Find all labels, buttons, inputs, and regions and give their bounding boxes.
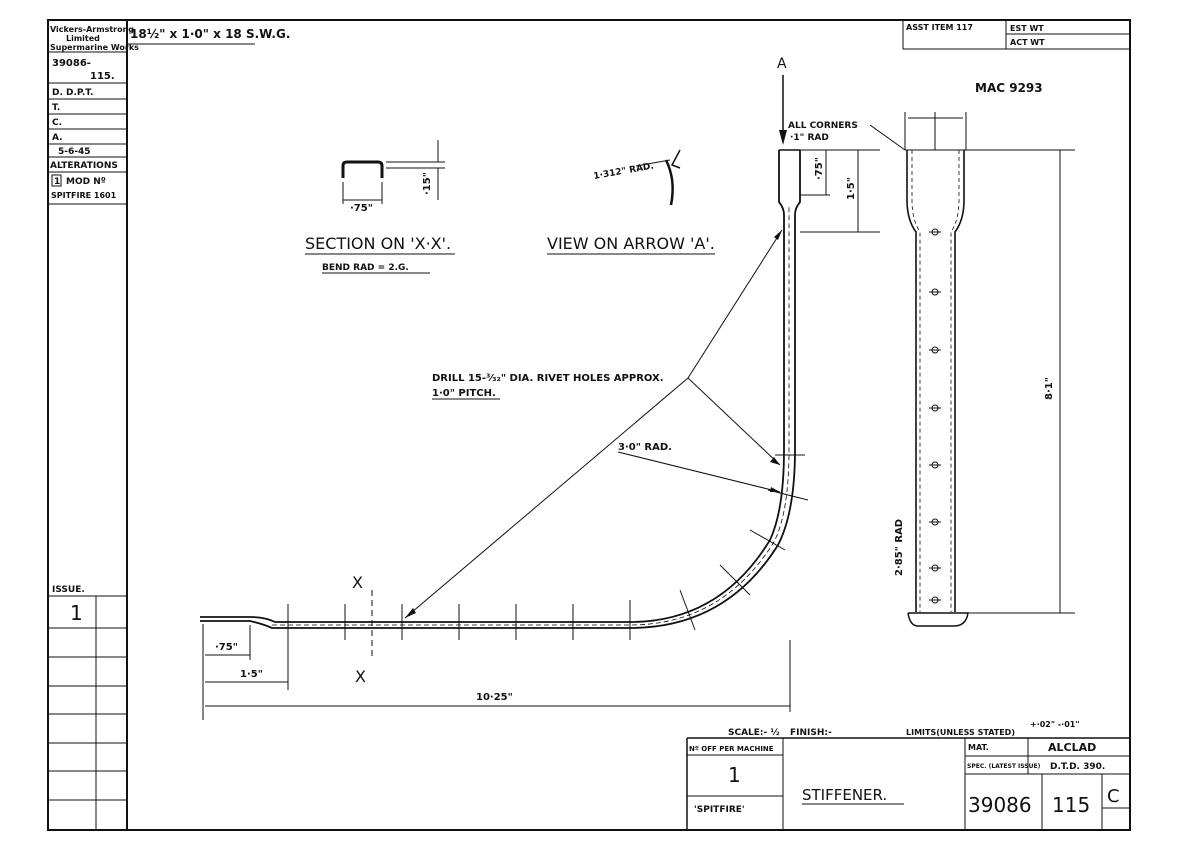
left-strip: Vickers-Armstrong Limited Supermarine Wo… (48, 25, 139, 830)
x-mark-bottom: X (355, 667, 366, 686)
limits-tolerance: +·02" -·01" (1030, 720, 1080, 729)
no-off-value: 1 (728, 763, 741, 787)
strip-c: C. (52, 118, 62, 128)
act-wt: ACT WT (1010, 38, 1045, 47)
dim-075-top: ·75" (814, 157, 825, 180)
section-title: SECTION ON 'X·X'. (305, 234, 451, 253)
strip-dpt: D. D.P.T. (52, 88, 93, 98)
reference-mac: MAC 9293 (975, 81, 1043, 95)
stiffener-profile: ·75" 1·5" X X ·75" 1·5" 10·25" (200, 124, 906, 720)
dim-15-left: 1·5" (240, 669, 263, 680)
asst-item: ASST ITEM 117 (906, 23, 973, 32)
material-stock: 18½" x 1·0" x 18 S.W.G. (130, 27, 290, 41)
section-xx-view: ·75" ·15" SECTION ON 'X·X'. BEND RAD = 2… (305, 140, 455, 274)
arrow-label-a: A (777, 56, 787, 72)
rivet-holes (929, 228, 941, 604)
scale-label: SCALE:- ½ (728, 727, 780, 738)
note-pitch: 1·0" PITCH. (432, 388, 496, 399)
company-line-3: Supermarine Works (50, 43, 139, 52)
strip-date: 5-6-45 (58, 147, 91, 157)
stiffener-front-view: 8·1" 2·85" RAD (894, 112, 1075, 627)
note-rad-285: 2·85" RAD (894, 519, 905, 576)
est-wt: EST WT (1010, 24, 1044, 33)
spec-value: D.T.D. 390. (1050, 762, 1105, 772)
title-drawing-no: 39086 (968, 793, 1032, 817)
alteration-text: MOD Nº (66, 177, 106, 187)
machine-name: 'SPITFIRE' (694, 805, 745, 815)
spec-label: SPEC. (LATEST ISSUE) (967, 763, 1041, 770)
note-corners-rad: ·1" RAD (790, 133, 829, 143)
note-corners: ALL CORNERS (788, 121, 858, 131)
title-block: SCALE:- ½ FINISH:- LIMITS(UNLESS STATED)… (686, 720, 1130, 830)
issue-label: ISSUE. (52, 585, 85, 595)
mat-label: MAT. (968, 743, 989, 752)
alteration-ref: SPITFIRE 1601 (51, 191, 117, 200)
strip-sheet-no: 115. (90, 71, 115, 82)
weight-box: ASST ITEM 117 EST WT ACT WT (902, 19, 1131, 50)
limits-label: LIMITS(UNLESS STATED) (906, 728, 1015, 737)
section-width: ·75" (350, 203, 373, 214)
title-issue: C (1107, 786, 1120, 807)
title-sheet: 115 (1052, 793, 1090, 817)
x-mark-top: X (352, 573, 363, 592)
section-depth: ·15" (422, 172, 433, 195)
strip-drawing-no: 39086- (52, 58, 91, 69)
dim-15-top: 1·5" (846, 177, 857, 200)
issue-value: 1 (70, 601, 83, 625)
company-line-2: Limited (66, 34, 100, 43)
strip-a: A. (52, 133, 63, 143)
finish-label: FINISH:- (790, 728, 832, 738)
alteration-no: 1 (54, 177, 60, 187)
company-line-1: Vickers-Armstrong (50, 25, 134, 34)
note-drill: DRILL 15-³⁄₃₂" DIA. RIVET HOLES APPROX. (432, 373, 664, 384)
alterations-label: ALTERATIONS (50, 161, 118, 171)
strip-t: T. (52, 103, 60, 113)
note-rad-3: 3·0" RAD. (618, 442, 672, 453)
dim-81: 8·1" (1044, 377, 1055, 400)
no-off-label: Nº OFF PER MACHINE (689, 745, 774, 753)
dim-1025: 10·25" (476, 692, 513, 703)
view-title: VIEW ON ARROW 'A'. (547, 234, 715, 253)
section-note: BEND RAD = 2.G. (322, 263, 409, 273)
drawing-border (47, 19, 1131, 831)
dim-075-left: ·75" (215, 642, 238, 653)
part-name: STIFFENER. (802, 786, 887, 804)
view-arrow-a: A (777, 56, 787, 145)
mat-value: ALCLAD (1048, 741, 1096, 754)
